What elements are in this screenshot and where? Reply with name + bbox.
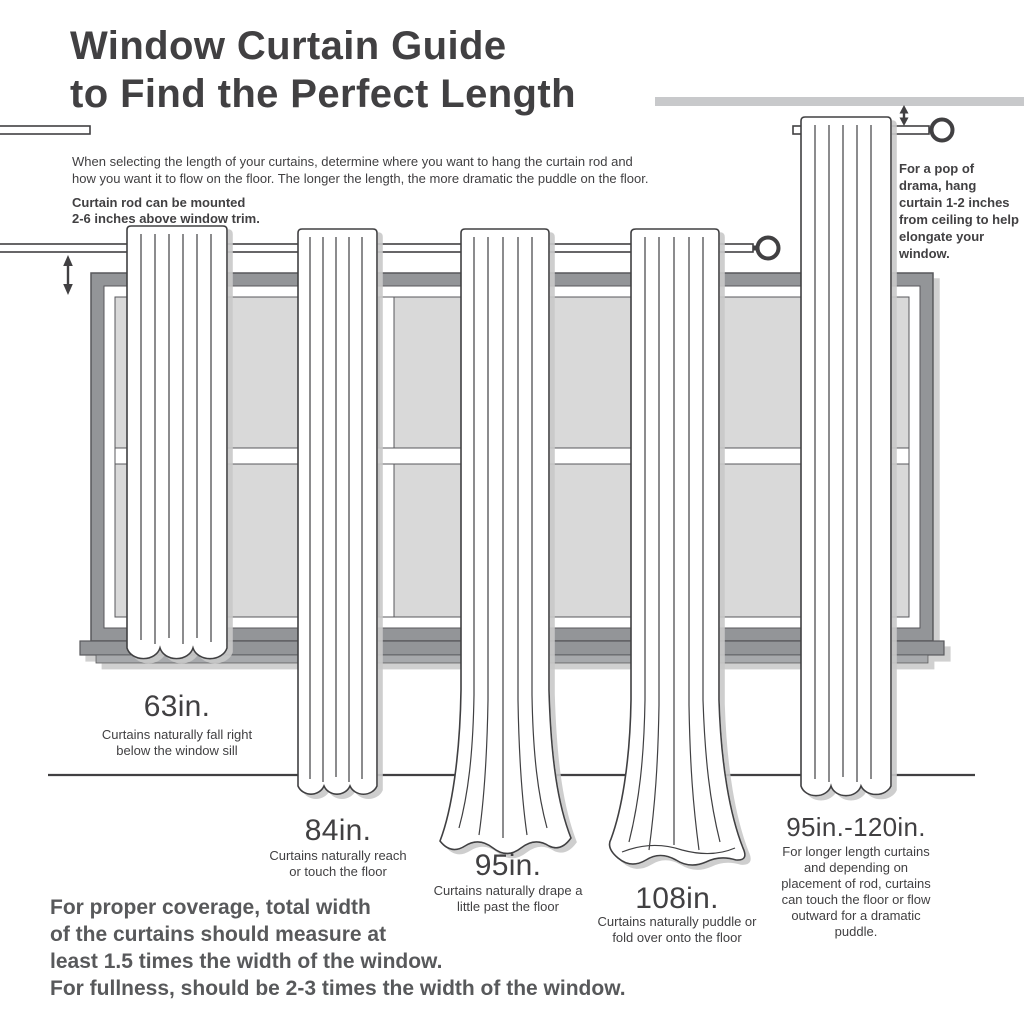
curtain-108-folds — [621, 237, 736, 855]
curtain-108 — [608, 228, 746, 866]
rod-mount-arrow-icon — [63, 255, 73, 295]
curtain-63-length-label: 63in. — [143, 690, 211, 723]
ceiling-bar — [655, 97, 1024, 106]
coverage-note-line4: For fullness, should be 2-3 times the wi… — [50, 977, 626, 1000]
curtain-84-folds — [309, 237, 363, 782]
coverage-note-line3: least 1.5 times the width of the window. — [50, 950, 443, 973]
intro-line2: how you want it to flow on the floor. Th… — [72, 171, 649, 186]
curtain-95-description: Curtains naturally drape a little past t… — [433, 883, 583, 914]
coverage-note: For proper coverage, total width of the … — [50, 894, 626, 1002]
curtain-95-120-length-label: 95in.-120in. — [786, 812, 926, 842]
coverage-note-line2: of the curtains should measure at — [50, 923, 387, 946]
curtain-84 — [297, 228, 378, 795]
curtain-95-120 — [800, 116, 892, 797]
ceiling-rod-finial-icon — [929, 117, 955, 143]
curtain-63-folds — [140, 234, 212, 644]
coverage-note-line1: For proper coverage, total width — [50, 896, 371, 919]
intro-line1: When selecting the length of your curtai… — [72, 154, 633, 169]
curtain-84-length-label: 84in. — [304, 814, 372, 847]
curtain-108-description: Curtains naturally puddle or fold over o… — [597, 914, 757, 945]
rod-note-line1: Curtain rod can be mounted — [72, 195, 246, 210]
curtain-95-folds — [458, 237, 548, 838]
curtain-84-description: Curtains naturally reach or touch the fl… — [269, 848, 407, 879]
page-title-line1: Window Curtain Guide — [70, 24, 507, 68]
curtain-108-length-label: 108in. — [635, 882, 719, 915]
page-title-line2: to Find the Perfect Length — [70, 72, 576, 116]
curtain-63 — [126, 225, 228, 660]
curtain-95-length-label: 95in. — [474, 849, 542, 882]
mount-arrows — [63, 105, 909, 295]
rod-note-line2: 2-6 inches above window trim. — [72, 211, 260, 226]
ceiling-mount-arrow-icon — [899, 105, 909, 126]
ceiling-rod-left-segment — [0, 125, 91, 135]
curtain-95 — [439, 228, 572, 855]
curtain-95-120-folds — [814, 125, 872, 782]
curtain-63-description: Curtains naturally fall right below the … — [101, 727, 253, 758]
curtain-95-120-description: For longer length curtains and depending… — [781, 844, 931, 939]
rod-finial-icon — [755, 235, 781, 261]
drama-note: For a pop of drama, hang curtain 1-2 inc… — [899, 161, 1019, 261]
